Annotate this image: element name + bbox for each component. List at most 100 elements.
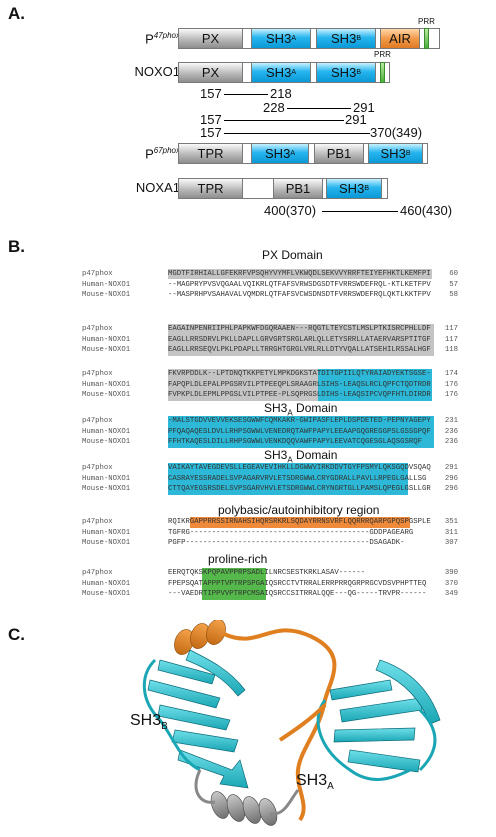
orange-strand <box>278 703 327 742</box>
domain-tpr: TPR <box>178 178 243 199</box>
sequence-name: Mouse-NOXO1 <box>82 291 131 299</box>
domain-tpr-label: TPR <box>197 181 224 196</box>
fragment-start: 157 <box>200 86 222 101</box>
protein-structure-ribbon <box>142 620 441 826</box>
gray-loop <box>194 769 300 816</box>
panel-a-label: A. <box>8 4 25 23</box>
sh3-text: SH3 <box>296 772 328 789</box>
domain-tpr: TPR <box>178 143 243 164</box>
p67phox-superscript: 67phox <box>153 146 180 155</box>
sequence-name: Mouse-NOXO1 <box>82 590 131 598</box>
sequence-residues: PGFP------------------------------------… <box>168 539 405 547</box>
sequence-residues: EAGLLRRSDRVLPKLLDAPLLGRVGRTSRGLARLQLLETY… <box>168 335 431 344</box>
panel-b-label: B. <box>8 237 25 256</box>
sequence-position: 117 <box>444 335 458 344</box>
sh3a-loop <box>316 699 437 781</box>
gray-helix <box>210 791 278 826</box>
fragment-line <box>322 211 398 212</box>
sequence-name: p47phox <box>82 325 113 333</box>
sh3-text: SH3 <box>264 448 288 462</box>
panel-c-label: C. <box>8 625 25 644</box>
region-title-air: polybasic/autoinhibitory region <box>218 503 380 517</box>
domain-pb1: PB1 <box>273 178 323 199</box>
sequence-residues: --MAGPRYPVSVQGAALVQIKRLQTFAFSVRWSDGSDTFV… <box>168 280 431 289</box>
sequence-position: 390 <box>444 569 458 577</box>
sequence-name: Mouse-NOXO1 <box>82 346 131 354</box>
domain-px: PX <box>178 28 243 49</box>
fragment-end: 291 <box>345 112 367 127</box>
sequence-residues: FKVRPDDLK--LPTDNQTKKPETYLMPKDGKSTATDITGP… <box>168 370 431 378</box>
sequence-position: 307 <box>444 539 458 547</box>
protein-name-p47phox: P47phox <box>76 31 180 46</box>
sequence-position: 296 <box>444 485 458 493</box>
sequence-position: 311 <box>444 528 458 537</box>
sequence-residues: FVPKPLDLEPMLPPGSLVILPTPEE-PLSQPRGSLDIHS-… <box>168 391 431 399</box>
prr-label-noxo1: PRR <box>374 50 391 59</box>
sequence-name: Human-NOXO1 <box>82 474 131 483</box>
domain-sub-b: B <box>356 69 361 76</box>
fragment-start: 157 <box>200 112 222 127</box>
fragment-line <box>224 94 268 95</box>
highlight-air <box>190 517 410 528</box>
sequence-residues: RQIKRGAPPRRSSIRNAHSIHQRSRKRLSQDAYRRNSVRF… <box>168 518 431 526</box>
sequence-name: p47phox <box>82 270 113 278</box>
highlight-sh3a <box>318 369 432 401</box>
sequence-residues: PFQAQAQESLDVLLRHPSGWWLVENEDRQTAWFPAPYLEE… <box>168 427 431 436</box>
sequence-name: Human-NOXO1 <box>82 427 131 436</box>
domain-pb1-label: PB1 <box>285 181 311 196</box>
sequence-position: 58 <box>449 291 458 299</box>
sequence-residues: CTTQAYEGSRSDELSVPSGARVHVLETSDRGWWLCRYNGR… <box>168 485 431 493</box>
region-title-prr: proline-rich <box>208 552 268 566</box>
domain-sub-a: A <box>291 35 296 42</box>
sequence-position: 349 <box>444 590 458 598</box>
highlight-px <box>168 324 434 356</box>
fragment-line <box>224 120 344 121</box>
domain-sh3-label: SH3 <box>266 65 292 80</box>
sequence-name: p47phox <box>82 518 113 526</box>
domain-px-label: PX <box>201 31 220 46</box>
sequence-residues: EERQTQKSKPQPAVPPRPSADLILNRCSESTKRKLASAV-… <box>168 569 366 577</box>
p67phox-name: P <box>145 146 154 162</box>
domain-sub-a: A <box>290 150 295 157</box>
sequence-position: 370 <box>444 579 458 588</box>
orange-linker-loop <box>223 628 337 822</box>
sh3-sub: A <box>287 455 293 465</box>
sequence-residues: VAIKAYTAVEGDEVSLLEGEAVEVIHKLLDGWWVIRKDDV… <box>168 464 431 472</box>
domain-sh3-label: SH3 <box>266 31 292 46</box>
domain-sh3-label: SH3 <box>265 146 291 161</box>
label-sh3a: SH3A <box>296 772 334 792</box>
p47phox-superscript: 47phox <box>153 31 180 40</box>
region-title-sh3-second: SH3A Domain <box>264 448 337 464</box>
sh3-sub: A <box>287 408 293 418</box>
sequence-name: Mouse-NOXO1 <box>82 539 131 547</box>
domain-air-label: AIR <box>389 31 411 46</box>
orange-helix <box>174 620 226 655</box>
sequence-residues: CASRAYESSRADELSVPAGARVRVLETSDRGWWLCRYGDR… <box>168 474 427 483</box>
fragment-line <box>224 133 370 134</box>
sequence-name: Mouse-NOXO1 <box>82 391 131 399</box>
domain-sh3-label: SH3 <box>380 146 406 161</box>
domain-sh3-label: SH3 <box>331 31 357 46</box>
sequence-name: Human-NOXO1 <box>82 380 131 389</box>
domain-prr <box>380 62 385 83</box>
p47phox-name: P <box>145 31 154 47</box>
region-title-px: PX Domain <box>262 248 323 262</box>
fragment-end: 291 <box>353 100 375 115</box>
domain-text: Domain <box>292 448 338 462</box>
highlight-sh3b <box>168 463 408 495</box>
domain-sub-b: B <box>405 150 411 157</box>
sh3-sub-a: A <box>327 781 334 793</box>
domain-air: AIR <box>380 28 420 49</box>
fragment-end: 218 <box>270 86 292 101</box>
sh3-sub-b: B <box>161 721 168 733</box>
sequence-name: p47phox <box>82 370 113 378</box>
sequence-position: 351 <box>444 518 458 526</box>
